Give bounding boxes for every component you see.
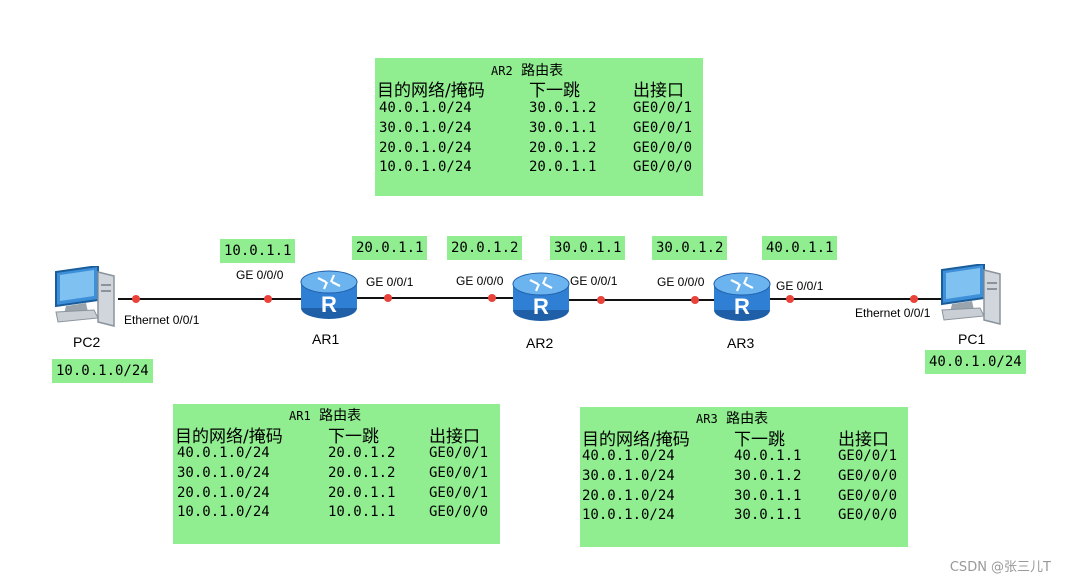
table-cell: 40.0.1.0/24 [379,100,472,116]
header-interface: 出接口 [633,81,684,101]
table-cell: GE0/0/0 [838,507,898,523]
router-letter: R [734,294,750,319]
table-cell: GE0/0/1 [429,485,489,501]
table-cell: 30.0.1.1 [734,507,802,523]
ar2-routing-table: AR2 路由表 目的网络/掩码 下一跳 出接口 40.0.1.0/24 30.0… [375,58,703,196]
ar1-ge000-label: GE 0/0/0 [236,268,284,282]
pc1-port-label: Ethernet 0/0/1 [855,306,931,320]
ar2-ge001-label: GE 0/0/1 [570,274,618,288]
port-dot-ar1-ge000 [264,295,272,303]
watermark: CSDN @张三儿T [949,560,1051,575]
ar1-label: AR1 [312,331,340,347]
port-dot-ar3-ge000 [691,296,699,304]
table-cell: 30.0.1.0/24 [379,120,472,136]
ar1-ge001-label: GE 0/0/1 [366,275,414,289]
header-interface: 出接口 [838,430,889,450]
table-cell: 20.0.1.1 [328,485,396,501]
header-destination: 目的网络/掩码 [582,430,690,450]
header-next-hop: 下一跳 [529,81,580,101]
port-dot-ar1-ge001 [384,294,392,302]
table-cell: 30.0.1.2 [529,100,597,116]
table-cell: 40.0.1.1 [734,448,802,464]
table-cell: GE0/0/1 [838,448,898,464]
pc2-port-label: Ethernet 0/0/1 [124,313,200,327]
table-cell: GE0/0/0 [633,140,693,156]
port-dot-ar2-ge000 [488,294,496,302]
table-cell: GE0/0/0 [633,159,693,175]
ar2-ge000-label: GE 0/0/0 [456,274,504,288]
ar2-ge000-ip: 20.0.1.2 [447,236,523,260]
pc2-computer-icon[interactable] [52,266,124,328]
table-cell: 40.0.1.0/24 [177,445,270,461]
ar3-table-title: AR3 路由表 [696,411,769,427]
header-next-hop: 下一跳 [328,427,379,447]
ar3-ge000-ip: 30.0.1.2 [652,236,728,260]
port-dot-ar3-ge001 [786,295,794,303]
table-cell: 20.0.1.0/24 [582,488,675,504]
header-interface: 出接口 [429,427,480,447]
ar2-table-title: AR2 路由表 [491,63,564,79]
table-cell: 30.0.1.2 [734,468,802,484]
ar3-ge001-label: GE 0/0/1 [776,279,824,293]
table-cell: 10.0.1.0/24 [177,504,270,520]
table-cell: GE0/0/0 [429,504,489,520]
ar1-router-icon[interactable]: R [298,266,360,322]
ar3-routing-table: AR3 路由表 目的网络/掩码 下一跳 出接口 40.0.1.0/24 40.0… [580,407,908,547]
ar1-ge000-ip: 10.0.1.1 [220,239,296,263]
ar2-label: AR2 [526,335,554,351]
header-next-hop: 下一跳 [734,430,785,450]
table-cell: 30.0.1.0/24 [177,465,270,481]
pc2-label: PC2 [73,334,101,350]
ar3-label: AR3 [727,335,755,351]
table-cell: 20.0.1.1 [529,159,597,175]
ar1-table-title: AR1 路由表 [289,408,362,424]
table-cell: 10.0.1.0/24 [379,159,472,175]
port-dot-ar2-ge001 [597,296,605,304]
pc2-network-label: 10.0.1.0/24 [52,359,153,383]
table-cell: 20.0.1.0/24 [379,140,472,156]
pc1-label: PC1 [958,331,986,347]
table-cell: GE0/0/1 [633,100,693,116]
router-letter: R [321,292,337,317]
table-cell: 10.0.1.1 [328,504,396,520]
ar3-router-icon[interactable]: R [711,268,773,324]
table-cell: 20.0.1.0/24 [177,485,270,501]
table-cell: 30.0.1.1 [734,488,802,504]
port-dot-pc1 [910,295,918,303]
table-cell: 10.0.1.0/24 [582,507,675,523]
pc1-computer-icon[interactable] [938,264,1010,328]
table-cell: 20.0.1.2 [529,140,597,156]
ar3-ge001-ip: 40.0.1.1 [762,236,838,260]
table-cell: GE0/0/1 [633,120,693,136]
header-destination: 目的网络/掩码 [377,81,485,101]
table-cell: 30.0.1.0/24 [582,468,675,484]
table-cell: 30.0.1.1 [529,120,597,136]
pc1-network-label: 40.0.1.0/24 [925,350,1026,374]
table-cell: GE0/0/1 [429,465,489,481]
ar1-routing-table: AR1 路由表 目的网络/掩码 下一跳 出接口 40.0.1.0/24 20.0… [173,404,500,544]
ar1-ge001-ip: 20.0.1.1 [352,236,428,260]
table-cell: GE0/0/0 [838,468,898,484]
table-cell: GE0/0/1 [429,445,489,461]
ar2-ge001-ip: 30.0.1.1 [550,236,626,260]
ar2-router-icon[interactable]: R [510,268,572,324]
header-destination: 目的网络/掩码 [175,427,283,447]
table-cell: 40.0.1.0/24 [582,448,675,464]
table-cell: 20.0.1.2 [328,445,396,461]
port-dot-pc2 [132,295,140,303]
ar3-ge000-label: GE 0/0/0 [657,275,705,289]
router-letter: R [533,294,549,319]
table-cell: GE0/0/0 [838,488,898,504]
table-cell: 20.0.1.2 [328,465,396,481]
